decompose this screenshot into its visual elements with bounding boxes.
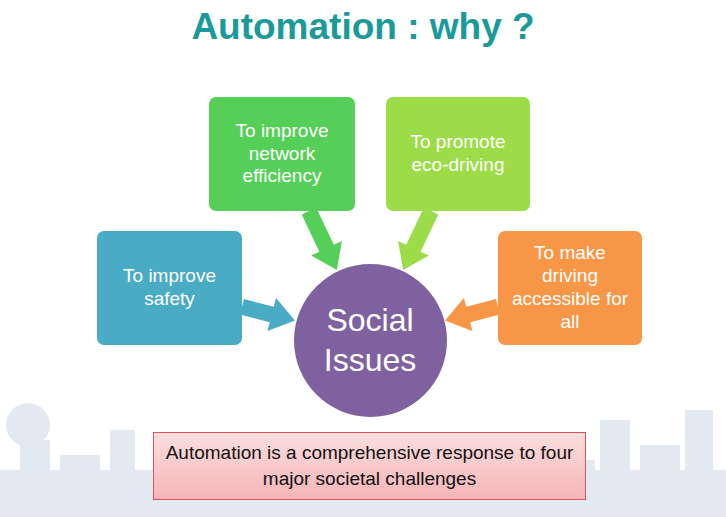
- box-label: To improve network efficiency: [217, 120, 347, 188]
- skyline: [0, 403, 726, 517]
- reason-box: To improve safety: [97, 231, 242, 345]
- reason-box: To make driving accessible for all: [498, 231, 642, 345]
- circle-fill: [294, 264, 447, 417]
- diagram-title: Automation : why ?: [0, 6, 726, 48]
- circle-label: Social Issues: [311, 300, 430, 380]
- reason-box: To promote eco-driving: [386, 97, 530, 211]
- issue-circle: Social Issues: [293, 263, 448, 418]
- circle-shape: [293, 263, 448, 418]
- box-label: To improve safety: [105, 265, 234, 311]
- block-arrow: [445, 298, 500, 331]
- box-label: To promote eco-driving: [394, 131, 522, 177]
- block-arrow: [240, 298, 295, 331]
- box-label: To make driving accessible for all: [506, 242, 634, 333]
- block-arrow: [302, 208, 342, 270]
- reason-box: To improve network efficiency: [209, 97, 355, 211]
- caption-box: Automation is a comprehensive response t…: [153, 432, 586, 500]
- block-arrow: [398, 208, 438, 270]
- caption-text: Automation is a comprehensive response t…: [164, 440, 575, 491]
